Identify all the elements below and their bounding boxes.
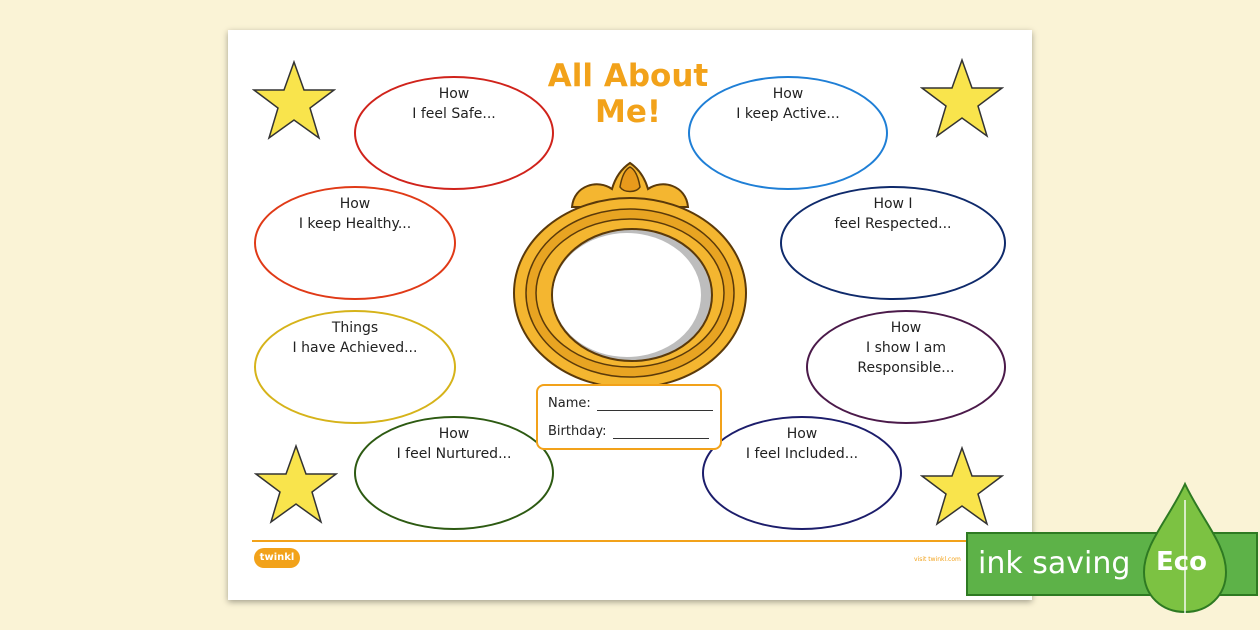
title-line-2: Me! (594, 94, 661, 130)
worksheet-title: All About Me! (528, 58, 728, 130)
bubble-line: How (786, 426, 818, 442)
title-line-1: All About (547, 58, 709, 94)
bubble-keep-healthy: How I keep Healthy... (254, 186, 456, 300)
bubble-line: How (438, 86, 470, 102)
bubble-line: feel Respected... (834, 216, 952, 232)
bubble-line: I feel Safe... (412, 106, 496, 122)
bubble-line: How (438, 426, 470, 442)
bubble-feel-nurtured: How I feel Nurtured... (354, 416, 554, 530)
bubble-feel-included: How I feel Included... (702, 416, 902, 530)
bubble-line: I keep Active... (736, 106, 840, 122)
bubble-line: How (339, 196, 371, 212)
footer-divider (252, 540, 1008, 542)
star-icon (254, 444, 338, 524)
birthday-line (612, 424, 709, 439)
bubble-line: Responsible... (857, 360, 955, 376)
star-icon (920, 446, 1004, 526)
name-label: Name: (548, 396, 591, 411)
visit-link-text: visit twinkl.com (914, 556, 961, 563)
bubble-line: I show I am (865, 340, 946, 356)
bubble-line: I feel Included... (745, 446, 859, 462)
twinkl-logo: twinkl (254, 548, 300, 568)
eco-word: Eco (1156, 547, 1208, 577)
name-birthday-box: Name: Birthday: (536, 384, 722, 450)
worksheet: All About Me! How I feel Safe... How I k… (228, 30, 1032, 600)
leaf-drop-icon (1142, 481, 1228, 614)
bubble-responsible: How I show I am Responsible... (806, 310, 1006, 424)
eco-banner-text: ink saving (978, 546, 1131, 581)
name-line (596, 396, 713, 411)
bubble-line: How (890, 320, 922, 336)
bubble-line: I keep Healthy... (298, 216, 412, 232)
bubble-line: Things (331, 320, 379, 336)
bubble-feel-safe: How I feel Safe... (354, 76, 554, 190)
bubble-achieved: Things I have Achieved... (254, 310, 456, 424)
star-icon (252, 60, 336, 140)
birthday-label: Birthday: (548, 424, 607, 439)
photo-frame (513, 161, 747, 389)
bubble-line: How I (873, 196, 913, 212)
bubble-feel-respected: How I feel Respected... (780, 186, 1006, 300)
bubble-line: I have Achieved... (292, 340, 418, 356)
name-row: Name: (548, 396, 713, 411)
bubble-keep-active: How I keep Active... (688, 76, 888, 190)
birthday-row: Birthday: (548, 424, 709, 439)
star-icon (920, 58, 1004, 138)
bubble-line: I feel Nurtured... (396, 446, 512, 462)
bubble-line: How (772, 86, 804, 102)
